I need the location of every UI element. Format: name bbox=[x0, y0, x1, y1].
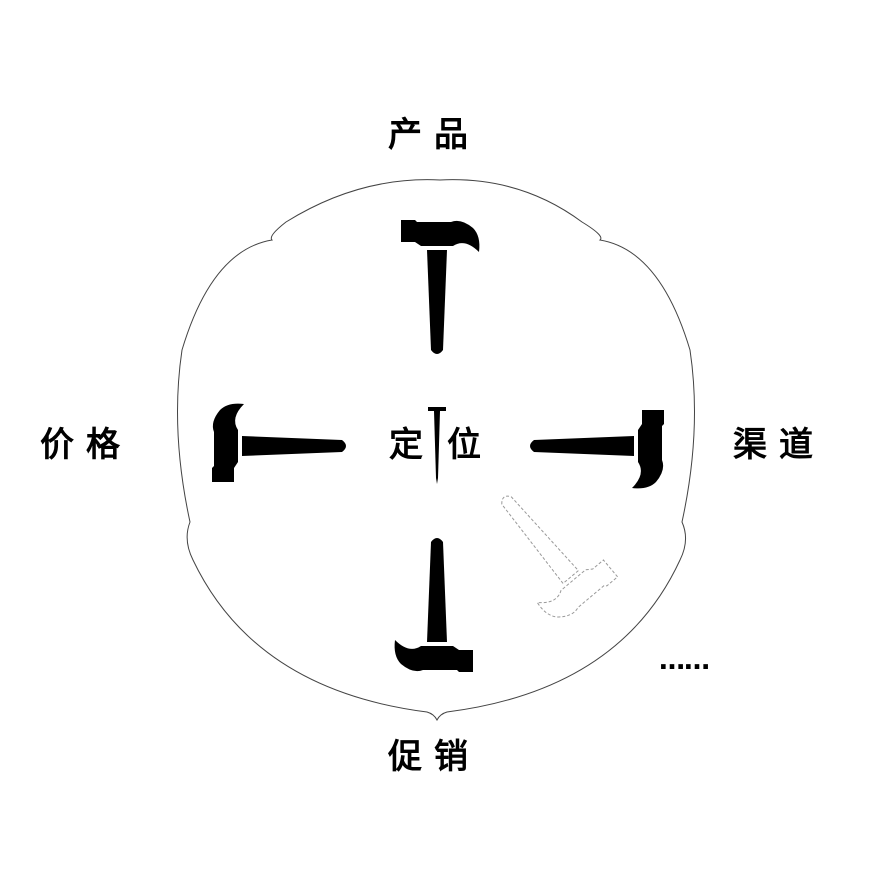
node-label-price: 价格 bbox=[40, 425, 132, 465]
hammer-left-icon bbox=[212, 403, 346, 482]
hammer-bottom-icon bbox=[394, 538, 473, 672]
more-indicator: …… bbox=[659, 646, 710, 676]
node-label-channel: 渠道 bbox=[733, 425, 825, 465]
hammer-outline-icon bbox=[501, 495, 619, 618]
node-label-promotion: 促销 bbox=[388, 737, 480, 777]
scalloped-ring bbox=[177, 179, 695, 722]
hammer-top-icon bbox=[401, 220, 480, 354]
center-label-right: 位 bbox=[447, 425, 481, 465]
nail-icon bbox=[428, 407, 446, 484]
center-label-left: 定 bbox=[389, 425, 423, 465]
hammer-right-icon bbox=[530, 410, 664, 489]
node-label-product: 产品 bbox=[388, 115, 480, 155]
